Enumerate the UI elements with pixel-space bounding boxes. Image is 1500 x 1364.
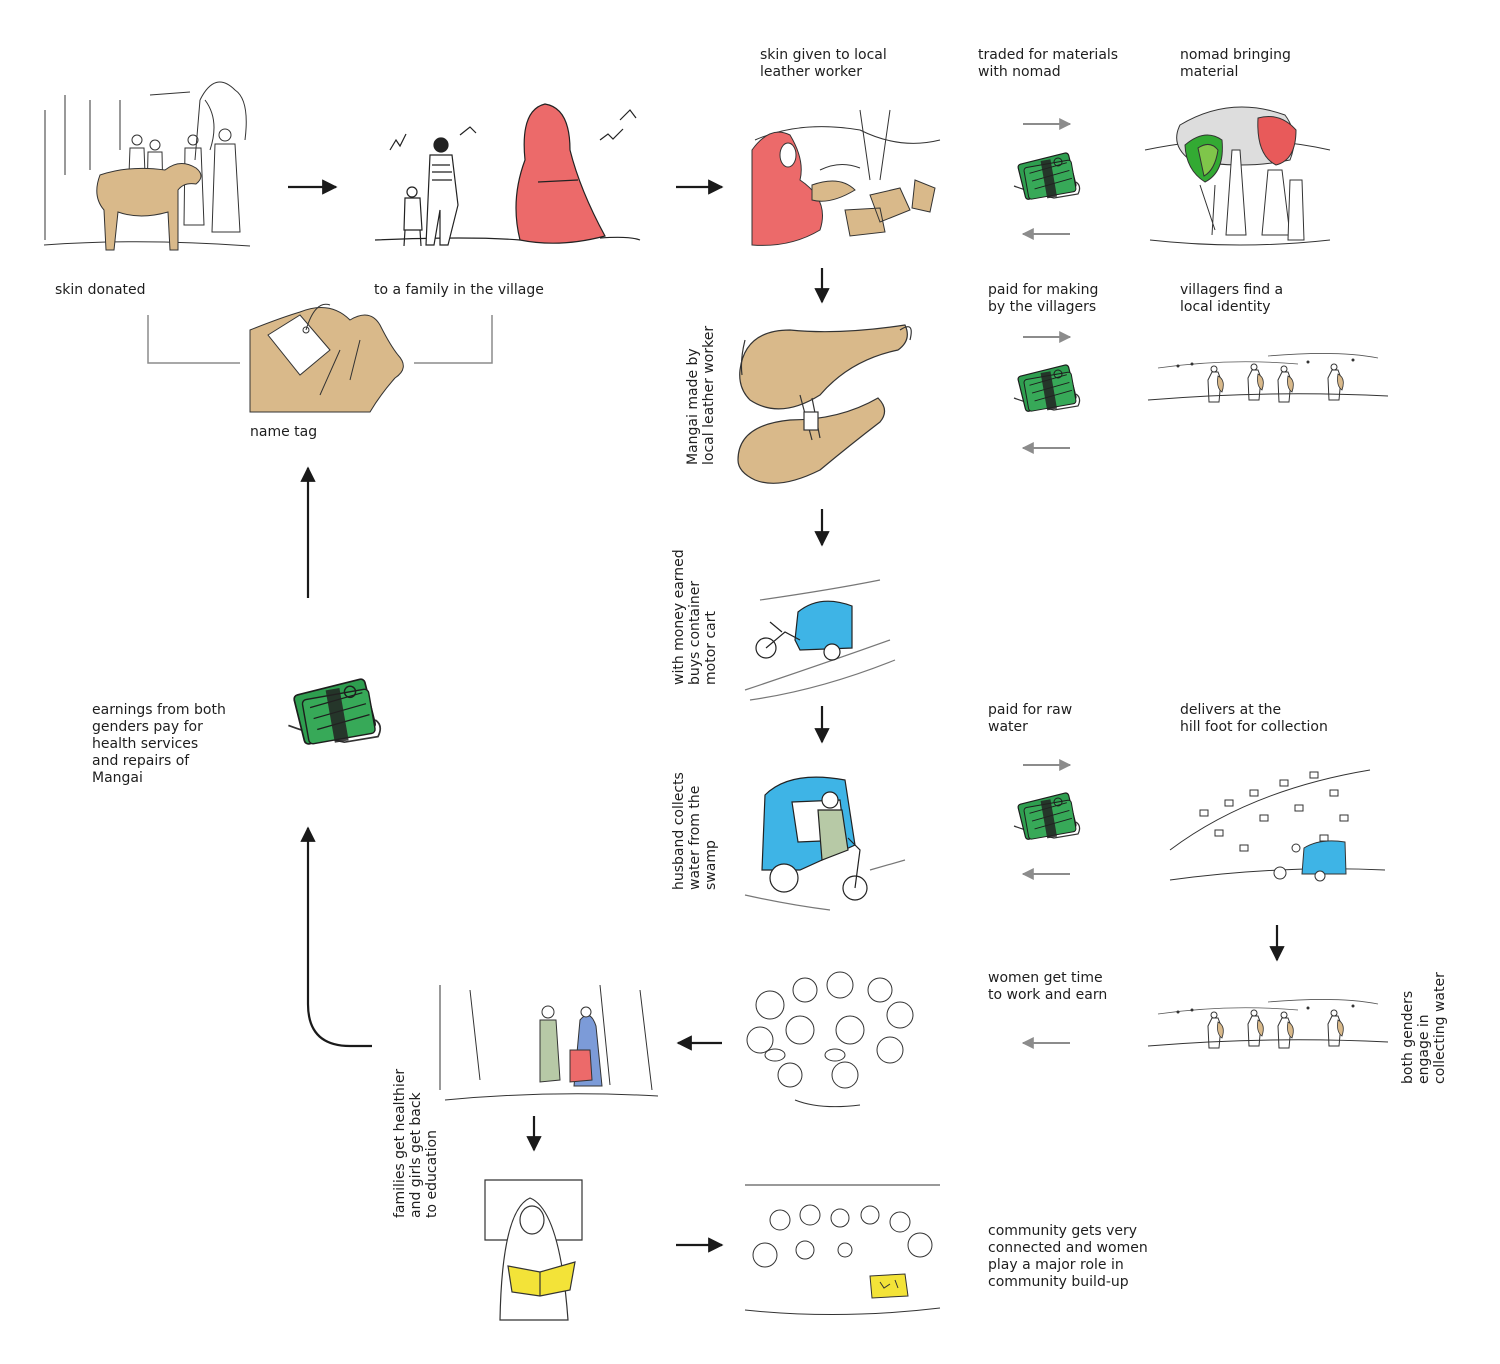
illustration-mangai: [737, 324, 912, 484]
illustration-family-healthier: [439, 984, 659, 1101]
label-mangai-made: Mangai made by local leather worker: [685, 325, 717, 465]
illustration-name-tag: [249, 303, 404, 413]
illustration-nomad-bringing-material: [1144, 106, 1331, 246]
illustration-villagers-identity: [1147, 352, 1389, 403]
cash-icon-paid-raw: [1013, 791, 1081, 841]
label-nomad: nomad bringing material: [1180, 47, 1291, 80]
illustration-both-genders-water: [1147, 998, 1389, 1049]
illustration-motor-cart: [744, 579, 896, 701]
illustration-women-working: [746, 971, 914, 1108]
label-husband: husband collects water from the swamp: [671, 772, 719, 890]
cash-icon-traded: [1013, 151, 1081, 201]
illustration-husband-cart: [744, 776, 906, 911]
label-to-family: to a family in the village: [374, 282, 544, 298]
illustration-family-in-village: [374, 103, 641, 247]
label-women-time: women get time to work and earn: [988, 970, 1108, 1003]
label-skin-donated: skin donated: [55, 282, 146, 298]
illustration-hill-delivery: [1169, 769, 1386, 882]
label-paid-making: paid for making by the villagers: [988, 282, 1099, 315]
flow-arrows: [288, 179, 1285, 1253]
label-earnings: earnings from both genders pay for healt…: [92, 702, 226, 786]
label-with-money: with money earned buys container motor c…: [671, 549, 719, 685]
exchange-arrows: [1021, 118, 1072, 1049]
label-delivers: delivers at the hill foot for collection: [1180, 702, 1328, 735]
label-skin-given: skin given to local leather worker: [760, 47, 887, 80]
illustration-community: [744, 1184, 941, 1316]
arrow-up-curved: [300, 826, 372, 1048]
label-both-genders: both genders engage in collecting water: [1400, 972, 1448, 1084]
label-community: community gets very connected and women …: [988, 1223, 1148, 1290]
cash-icon-earnings: [287, 677, 382, 746]
name-tag-brackets: [147, 315, 493, 364]
illustration-leather-worker: [751, 109, 941, 246]
illustration-cow-skin-donated: [43, 81, 251, 251]
label-identity: villagers find a local identity: [1180, 282, 1284, 315]
cash-icon-paid-making: [1013, 363, 1081, 413]
label-name-tag: name tag: [250, 424, 318, 440]
label-families: families get healthier and girls get bac…: [392, 1068, 440, 1218]
label-traded: traded for materials with nomad: [978, 47, 1119, 80]
label-paid-raw: paid for raw water: [988, 702, 1073, 735]
illustration-girl-reading: [484, 1179, 583, 1321]
